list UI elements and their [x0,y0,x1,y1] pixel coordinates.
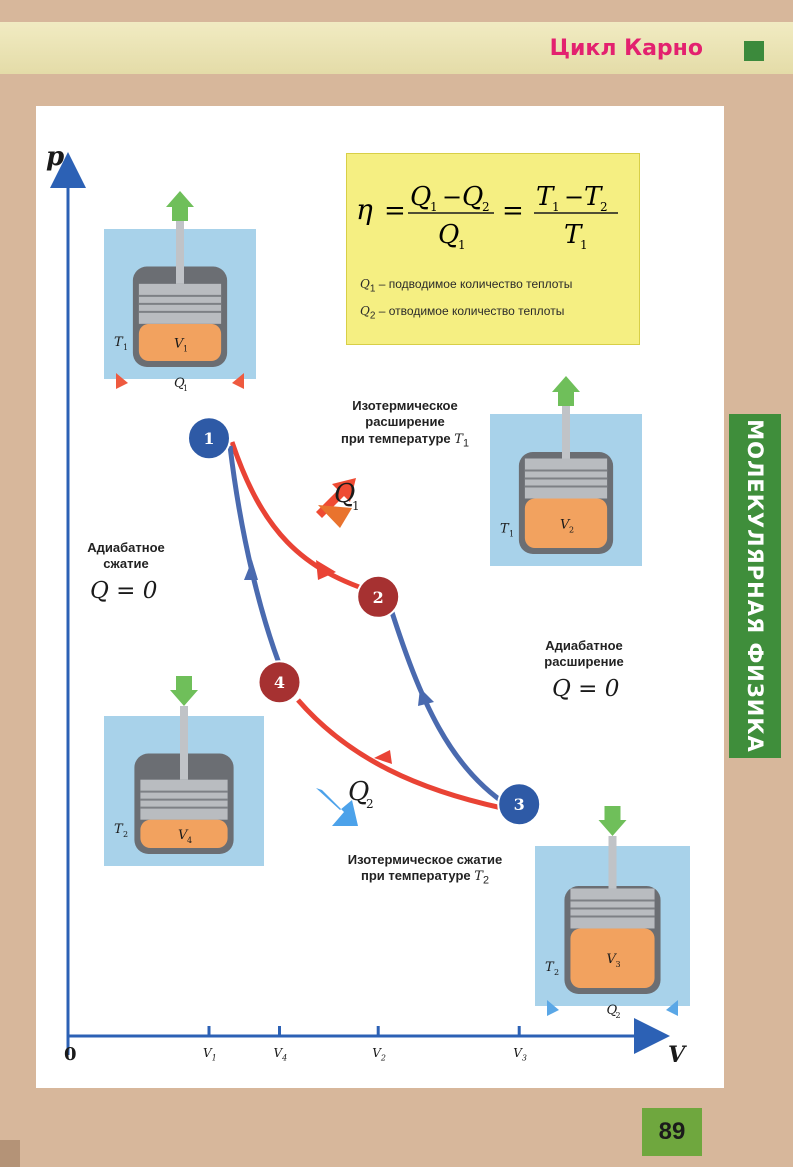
numerator-q1: Q [410,182,431,212]
v-tick-label-1: V4 [273,1046,288,1063]
cylinder-1-heat-sub: 1 [183,384,188,393]
numerator-t1-sub: 1 [552,200,560,214]
denominator-q1: Q [438,220,459,250]
formula-box [346,153,640,345]
state-node-2: 2 [356,574,401,619]
isothermal-expansion-curve [229,441,381,597]
cylinder-3-temp: T [114,822,124,837]
cylinder-3-volume: V [178,828,189,843]
cylinder-1-temp: T [114,335,124,350]
state-node-label-3: 3 [514,795,525,814]
origin-label: 0 [64,1044,77,1065]
v-tick-label-0: V1 [203,1046,217,1063]
cylinder-4-heat-sub: 2 [616,1011,621,1020]
label-iso-compression: Изотермическое сжатие при температуре T2 [347,852,503,887]
page-title: Цикл Карно [549,36,703,61]
q-zero-compression: Q = 0 [90,578,158,604]
v-ticks [207,1026,521,1036]
equals-2: = [502,196,524,226]
legend-q1: Q1 – подводимое количество теплоты [360,277,573,295]
numerator-q2: Q [462,182,483,212]
state-node-1: 1 [187,416,231,461]
heat-arrow-q1 [316,478,356,528]
adiabatic-expansion-curve [387,605,514,811]
q1-label: Q [334,479,355,509]
v-axis-label: V [668,1042,686,1068]
cylinder-4-temp-sub: 2 [554,968,559,977]
q-zero-expansion: Q = 0 [552,676,620,702]
arrow-23 [418,688,434,706]
cylinder-1-temp-sub: 1 [123,343,128,352]
arrow-41 [244,560,258,580]
cylinder-4-heat: Q [607,1003,618,1018]
header-square [744,41,764,61]
numerator-t2: T [584,182,603,212]
cylinder-3-volume-sub: 4 [187,836,192,845]
legend-q2: Q2 – отводимое количество теплоты [360,304,565,322]
cylinder-1-volume: V [174,336,185,351]
label-adiabatic-expansion: Адиабатное расширение [544,638,624,670]
v-tick-label-2: V2 [372,1046,386,1063]
isothermal-compression-curve [296,698,503,811]
denominator-t1-sub: 1 [580,238,588,252]
p-axis-label: p [46,142,65,172]
numerator-t2-sub: 2 [600,200,608,214]
heat-arrow-q2 [316,788,358,826]
cylinder-4-temp: T [545,960,555,975]
state-node-4: 4 [257,660,302,705]
cylinder-3-temp-sub: 2 [123,830,128,839]
page-number: 89 [642,1108,702,1156]
label-iso-expansion: Изотермическое расширение при температур… [341,398,469,450]
state-nodes: 1 2 3 4 [187,416,542,827]
state-node-3: 3 [497,782,542,827]
efficiency-formula: η = Q 1 − Q 2 Q 1 = T 1 − T 2 T 1 [356,182,618,252]
numerator-q2-sub: 2 [482,200,490,214]
numerator-t1: T [536,182,555,212]
denominator-q1-sub: 1 [458,238,466,252]
state-node-label-1: 1 [203,429,214,448]
cylinder-4-volume: V [607,952,618,967]
state-node-label-4: 4 [274,673,285,692]
cylinder-4-volume-sub: 3 [616,960,621,969]
arrow-12 [316,560,336,580]
cylinder-2-temp-sub: 1 [509,530,514,539]
eta-symbol: η [356,193,373,226]
q1-label-sub: 1 [352,499,360,513]
v-tick-label-3: V3 [513,1046,527,1063]
cylinder-1-heat: Q [174,376,185,391]
numerator-minus: − [442,183,462,211]
arrow-34 [374,750,392,764]
cylinder-1-volume-sub: 1 [183,344,188,353]
numerator-minus-t: − [564,183,584,211]
side-tab [729,414,781,758]
denominator-t1: T [564,220,583,250]
numerator-q1-sub: 1 [430,200,438,214]
header-band [0,22,793,74]
cylinder-2-volume-sub: 2 [569,525,574,534]
cylinder-2-volume: V [560,517,571,532]
cylinder-2-temp: T [500,522,510,537]
equals-1: = [384,196,406,226]
label-adiabatic-compression: Адиабатное сжатие [87,540,165,572]
bottom-strip [0,1140,20,1167]
state-node-label-2: 2 [373,588,384,607]
adiabatic-compression-curve [227,445,291,687]
q2-label: Q [348,777,369,807]
q2-label-sub: 2 [366,797,374,811]
